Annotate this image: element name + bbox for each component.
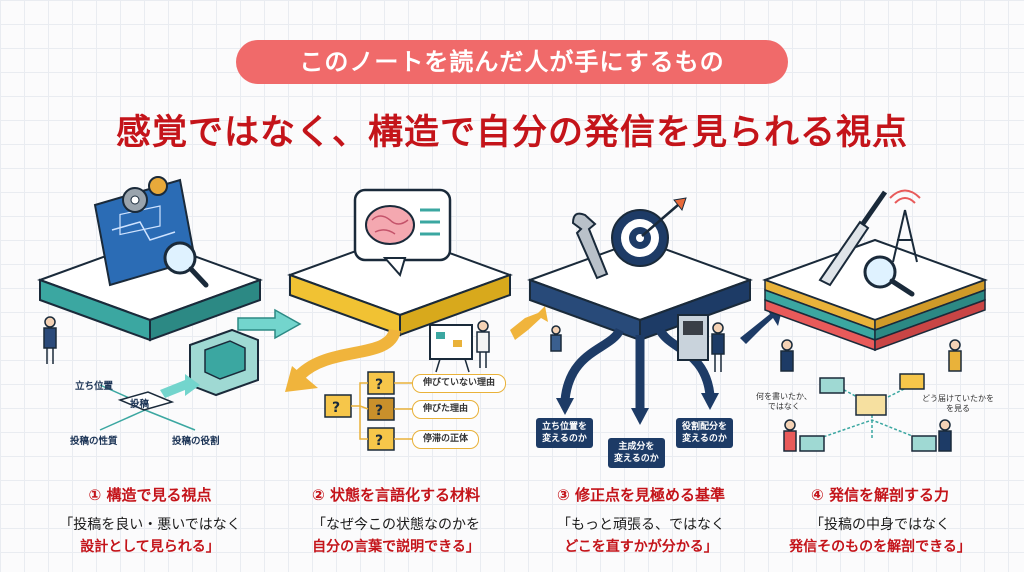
note-how-delivered: どう届けていたかを を見る — [922, 394, 994, 413]
caption-highlight-3: どこを直すかが分かる」 — [564, 539, 718, 555]
label-nature: 投稿の性質 — [70, 436, 118, 447]
whiteboard-icon — [429, 324, 473, 373]
tag-role-change: 役割配分を 変えるのか — [676, 418, 734, 448]
wrench-icon — [571, 212, 609, 280]
caption-highlight-1: 設計として見られる」 — [80, 539, 220, 555]
svg-text:?: ? — [375, 403, 383, 419]
tag-stagnation: 停滞の正体 — [412, 430, 480, 449]
arrow-to-panel2 — [237, 308, 302, 340]
caption-title-3: ③ 修正点を見極める基準 — [557, 486, 725, 504]
caption-line1-2: 「なぜ今この状態なのかを — [312, 517, 480, 533]
tag-grew: 伸びた理由 — [412, 400, 480, 419]
caption-title-1: ① 構造で見る視点 — [88, 486, 212, 504]
atm-machine-icon — [677, 314, 709, 361]
target-icon — [611, 197, 687, 267]
person-panel3b — [550, 325, 562, 352]
caption-highlight-4: 発信そのものを解剖できる」 — [789, 539, 971, 555]
caption-line2-3: どこを直すかが分かる」 — [521, 536, 761, 556]
caption-line1-4: 「投稿の中身ではなく — [810, 517, 950, 533]
panel1-platform — [37, 238, 263, 342]
tag-position-change: 立ち位置を 変えるのか — [536, 418, 594, 448]
question-cubes: ???? — [324, 371, 412, 451]
caption-line1-1: 「投稿を良い・悪いではなく — [59, 517, 241, 533]
svg-text:?: ? — [375, 377, 383, 393]
page-title: 感覚ではなく、構造で自分の発信を見られる視点 — [115, 113, 908, 153]
subtitle-pill: このノートを読んだ人が手にするもの — [236, 40, 788, 84]
brain-icon — [365, 205, 415, 245]
gear-icon — [122, 176, 168, 213]
panel3-platform — [527, 238, 753, 342]
caption-highlight-2: 自分の言葉で説明できる」 — [312, 539, 480, 555]
person-panel3 — [711, 322, 725, 372]
svg-text:?: ? — [332, 400, 340, 416]
magnifier-icon — [163, 241, 209, 288]
scalpel-icon — [818, 190, 888, 287]
caption-line2-4: 発信そのものを解剖できる」 — [760, 536, 1000, 556]
arrowhead-panel2 — [285, 366, 318, 392]
tag-not-growing: 伸びていない理由 — [412, 374, 507, 393]
arrow-to-panel4 — [740, 306, 782, 344]
caption-title-4: ④ 発信を解剖する力 — [811, 486, 949, 504]
arrow-small — [160, 374, 200, 398]
center-node — [117, 391, 175, 411]
caption-line2-1: 設計として見られる」 — [30, 536, 270, 556]
antenna-icon — [889, 189, 921, 263]
person-panel1 — [43, 316, 57, 364]
panel1-block — [189, 328, 259, 397]
person-panel2 — [476, 320, 490, 368]
magnifier-icon-2 — [863, 255, 915, 297]
label-position: 立ち位置 — [75, 381, 114, 392]
label-center: 投稿 — [130, 399, 150, 410]
caption-title-2: ② 状態を言語化する材料 — [312, 486, 480, 504]
network-boxes — [799, 373, 937, 452]
curved-arrow-panel2 — [295, 328, 401, 380]
caption-line1-3: 「もっと頑張る、ではなく — [557, 517, 725, 533]
caption-line2-2: 自分の言葉で説明できる」 — [276, 536, 516, 556]
people-panel4 — [780, 339, 962, 452]
branch-arrowheads — [556, 393, 719, 425]
tag-component-change: 主成分を 変えるのか — [608, 438, 665, 468]
svg-text:?: ? — [375, 433, 383, 449]
arrow-to-panel3 — [510, 306, 548, 340]
label-role: 投稿の役割 — [172, 436, 220, 447]
note-what-written: 何を書いたか、 ではなく — [756, 392, 812, 411]
